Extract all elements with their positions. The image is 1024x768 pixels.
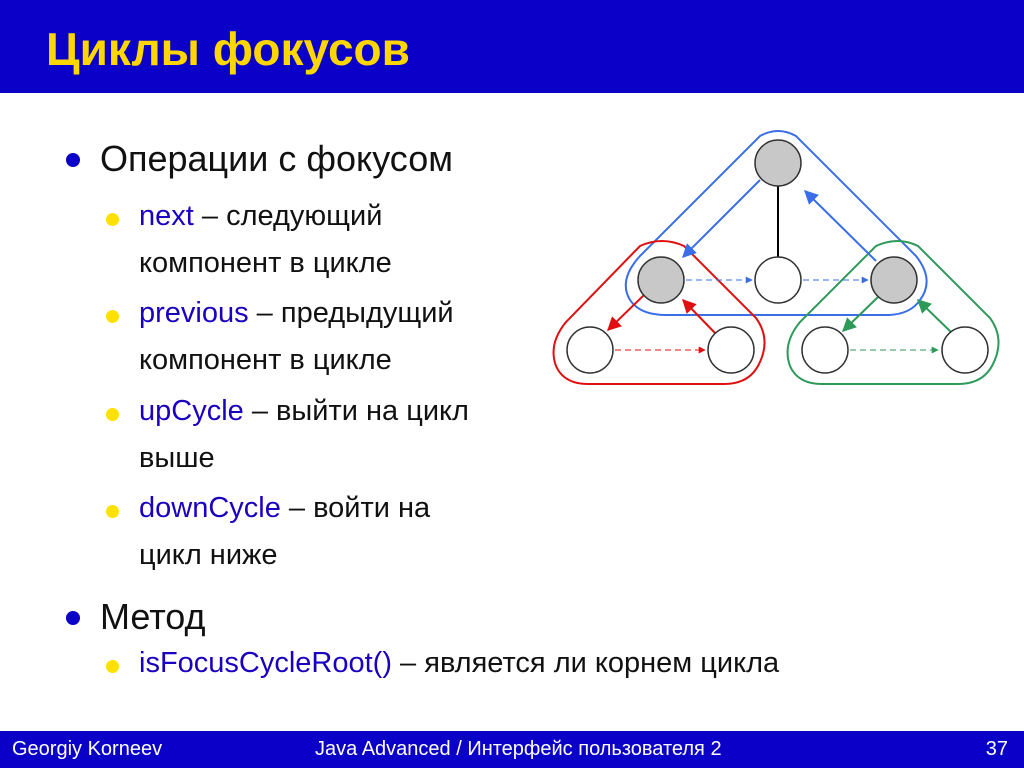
footer-author: Georgiy Korneev — [12, 738, 163, 760]
red-next-arrow-top-to-left — [606, 294, 645, 331]
keyword-previous: previous — [139, 297, 249, 329]
sub-bullet-text: – является ли корнем цикла — [392, 647, 780, 679]
node-middle — [754, 256, 802, 304]
sub-bullet-downcycle: downCycle – войти на цикл ниже — [106, 485, 431, 579]
sub-bullet-text-continued: компонент в цикле — [139, 344, 392, 376]
keyword-next: next — [139, 200, 194, 232]
sub-bullet-dot — [106, 213, 119, 226]
keyword-upcycle: upCycle — [139, 395, 244, 427]
sub-bullet-upcycle: upCycle – выйти на цикл выше — [106, 388, 469, 482]
blue-cycle-outline — [624, 130, 928, 316]
red-next-arrow-right-to-top — [682, 298, 716, 334]
bullet-focus-operations: Операции с фокусом — [66, 138, 453, 180]
bullet-text: Операции с фокусом — [100, 138, 453, 179]
footer-bar: Georgiy Korneev Java Advanced / Интерфей… — [0, 731, 1024, 768]
node-green-right — [941, 326, 989, 374]
bullet-dot — [66, 153, 80, 167]
bullet-method: Метод — [66, 596, 206, 638]
sub-bullet-isfocuscycleroot: isFocusCycleRoot() – является ли корнем … — [106, 640, 780, 687]
green-cycle-outline — [786, 240, 1000, 385]
sub-bullet-next: next – следующий компонент в цикле — [106, 193, 392, 287]
green-next-arrow-right-to-top — [916, 299, 953, 334]
footer-course: Java Advanced / Интерфейс пользователя 2 — [315, 738, 722, 760]
sub-bullet-dot — [106, 660, 119, 673]
keyword-downcycle: downCycle — [139, 492, 281, 524]
node-red-left — [566, 326, 614, 374]
sub-bullet-text: – предыдущий — [248, 297, 454, 329]
sub-bullet-text: – войти на — [280, 492, 431, 524]
sub-bullet-dot — [106, 505, 119, 518]
blue-next-arrow-right-to-root — [804, 190, 877, 262]
sub-bullet-text: – следующий — [193, 200, 383, 232]
focus-cycle-diagram — [552, 130, 1000, 385]
sub-bullet-text-continued: цикл ниже — [139, 539, 278, 571]
sub-bullet-text-continued: компонент в цикле — [139, 247, 392, 279]
bullet-dot — [66, 611, 80, 625]
sub-bullet-text: – выйти на цикл — [243, 395, 469, 427]
slide-title: Циклы фокусов — [46, 23, 410, 75]
sub-bullet-text-continued: выше — [139, 442, 215, 474]
node-red-right — [707, 326, 755, 374]
blue-next-arrow-root-to-left — [682, 179, 761, 258]
bullet-text: Метод — [100, 596, 206, 637]
node-green-left — [801, 326, 849, 374]
title-bar: Циклы фокусов — [0, 0, 1024, 93]
sub-bullet-dot — [106, 408, 119, 421]
sub-bullet-previous: previous – предыдущий компонент в цикле — [106, 290, 454, 384]
node-root — [754, 139, 802, 187]
green-next-arrow-top-to-left — [841, 296, 879, 332]
footer-page-number: 37 — [985, 738, 1008, 760]
keyword-isfocuscycleroot: isFocusCycleRoot() — [139, 647, 392, 679]
node-left-cycle-root — [637, 256, 685, 304]
node-right-cycle-root — [870, 256, 918, 304]
sub-bullet-dot — [106, 310, 119, 323]
